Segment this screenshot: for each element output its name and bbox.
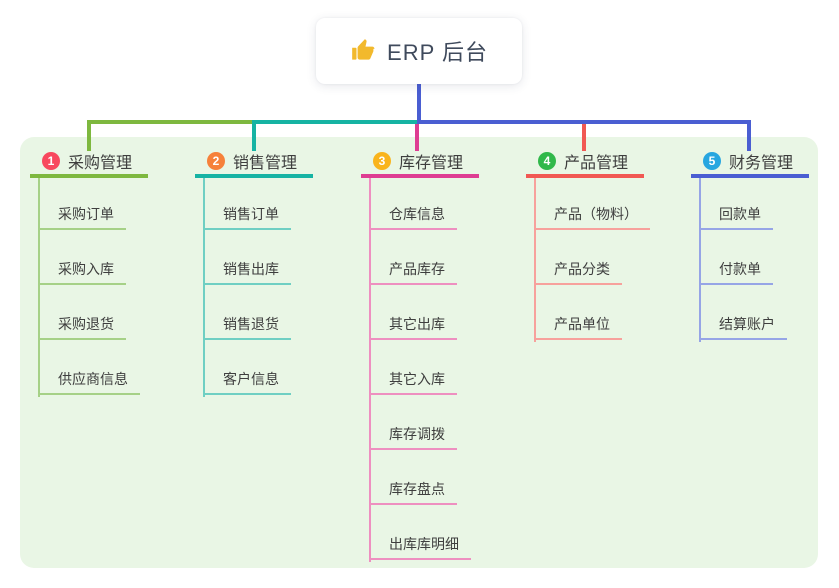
child-node[interactable]: 采购入库 xyxy=(38,260,126,285)
branch-label: 销售管理 xyxy=(233,155,298,172)
child-node[interactable]: 供应商信息 xyxy=(38,370,140,395)
connector-drop-finance xyxy=(747,120,751,151)
branch-node-inventory[interactable]: 3 库存管理 xyxy=(361,148,479,178)
root-connector xyxy=(417,83,421,121)
branch-node-product[interactable]: 4 产品管理 xyxy=(526,148,644,178)
child-node[interactable]: 结算账户 xyxy=(699,315,787,340)
branch-child-connector xyxy=(534,178,536,342)
branch-number-badge: 5 xyxy=(703,152,721,170)
child-node[interactable]: 付款单 xyxy=(699,260,773,285)
branch-label: 产品管理 xyxy=(564,155,629,172)
branch-child-connector xyxy=(38,178,40,397)
root-node[interactable]: ERP 后台 xyxy=(316,18,522,84)
connector-bus-right xyxy=(417,120,751,124)
child-node[interactable]: 采购退货 xyxy=(38,315,126,340)
connector-drop-inventory xyxy=(415,120,419,151)
branch-number-badge: 4 xyxy=(538,152,556,170)
connector-drop-product xyxy=(582,120,586,151)
branch-purchase: 1 采购管理 采购订单 采购入库 采购退货 供应商信息 xyxy=(30,148,192,397)
branch-node-purchase[interactable]: 1 采购管理 xyxy=(30,148,148,178)
child-node[interactable]: 出库库明细 xyxy=(369,535,471,560)
child-node[interactable]: 客户信息 xyxy=(203,370,291,395)
child-node[interactable]: 销售出库 xyxy=(203,260,291,285)
branch-inventory: 3 库存管理 仓库信息 产品库存 其它出库 其它入库 库存调拨 库存盘点 出库库… xyxy=(361,148,523,562)
child-node[interactable]: 回款单 xyxy=(699,205,773,230)
child-node[interactable]: 产品单位 xyxy=(534,315,622,340)
connector-bus-middle xyxy=(252,120,421,124)
child-node[interactable]: 仓库信息 xyxy=(369,205,457,230)
connector-bus-left xyxy=(87,120,256,124)
branch-label: 采购管理 xyxy=(68,155,133,172)
connector-drop-sales xyxy=(252,120,256,151)
thumbs-up-icon xyxy=(352,39,375,60)
branch-sales: 2 销售管理 销售订单 销售出库 销售退货 客户信息 xyxy=(195,148,357,397)
branch-product: 4 产品管理 产品（物料） 产品分类 产品单位 xyxy=(526,148,688,342)
branch-child-connector xyxy=(203,178,205,397)
child-node[interactable]: 库存盘点 xyxy=(369,480,457,505)
branch-finance: 5 财务管理 回款单 付款单 结算账户 xyxy=(691,148,839,342)
child-node[interactable]: 销售退货 xyxy=(203,315,291,340)
child-node[interactable]: 库存调拨 xyxy=(369,425,457,450)
child-node[interactable]: 其它入库 xyxy=(369,370,457,395)
branch-number-badge: 2 xyxy=(207,152,225,170)
map-background-panel xyxy=(20,137,818,568)
child-node[interactable]: 产品分类 xyxy=(534,260,622,285)
branch-label: 库存管理 xyxy=(399,155,464,172)
root-node-label: ERP 后台 xyxy=(387,40,488,65)
child-node[interactable]: 产品（物料） xyxy=(534,205,650,230)
branch-number-badge: 3 xyxy=(373,152,391,170)
branch-node-finance[interactable]: 5 财务管理 xyxy=(691,148,809,178)
child-node[interactable]: 销售订单 xyxy=(203,205,291,230)
branch-number-badge: 1 xyxy=(42,152,60,170)
child-node[interactable]: 采购订单 xyxy=(38,205,126,230)
connector-drop-purchase xyxy=(87,120,91,151)
child-node[interactable]: 产品库存 xyxy=(369,260,457,285)
child-node[interactable]: 其它出库 xyxy=(369,315,457,340)
branch-child-connector xyxy=(369,178,371,562)
branch-label: 财务管理 xyxy=(729,155,794,172)
branch-child-connector xyxy=(699,178,701,342)
branch-node-sales[interactable]: 2 销售管理 xyxy=(195,148,313,178)
